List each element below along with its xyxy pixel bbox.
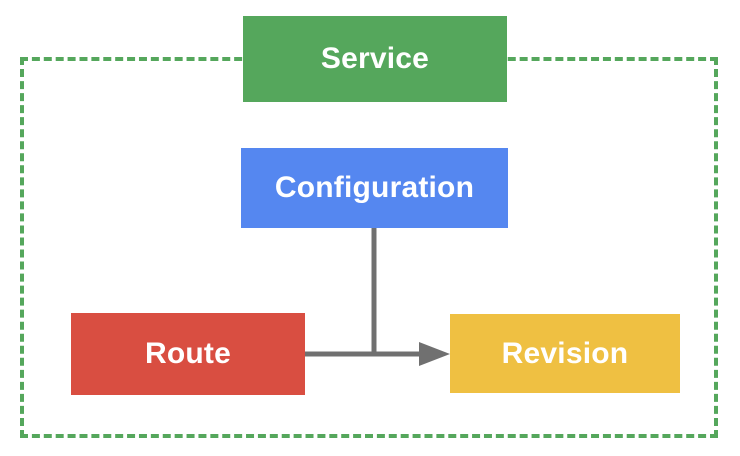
node-configuration-label: Configuration — [274, 171, 475, 204]
node-service[interactable]: Service — [243, 16, 507, 102]
node-revision-label: Revision — [501, 336, 629, 370]
node-route[interactable]: Route — [71, 313, 305, 395]
node-service-label: Service — [320, 42, 430, 75]
node-route-label: Route — [145, 337, 231, 370]
node-configuration[interactable]: Configuration — [241, 148, 508, 228]
node-revision[interactable]: Revision — [450, 314, 680, 393]
